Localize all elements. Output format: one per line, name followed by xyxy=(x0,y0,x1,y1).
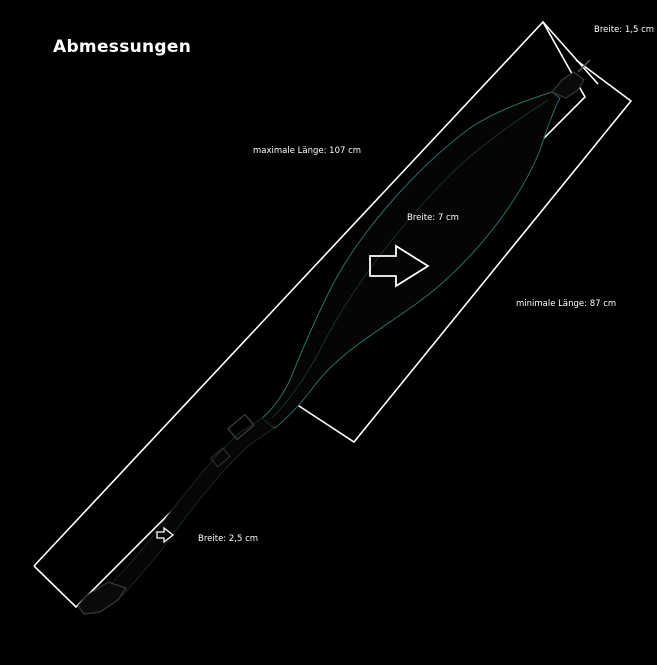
max-length-bracket xyxy=(33,20,586,609)
strap-pad xyxy=(259,91,561,429)
strap-loop xyxy=(209,447,231,468)
max-length-bracket-top xyxy=(542,21,599,85)
strap xyxy=(77,59,591,615)
top-width-label: Breite: 1,5 cm xyxy=(594,25,655,35)
strap-clip-bottom xyxy=(77,581,127,615)
width-arrow-large xyxy=(369,244,430,288)
strap-top-tab xyxy=(577,59,591,73)
page-title: Abmessungen xyxy=(53,37,192,57)
bottom-width-label: Breite: 2,5 cm xyxy=(198,534,259,544)
strap-pad-inner xyxy=(271,99,549,419)
strap-clip-top xyxy=(551,71,585,99)
strap-lower xyxy=(109,417,275,597)
width-arrow-small xyxy=(156,526,175,544)
max-length-label: maximale Länge: 107 cm xyxy=(253,146,362,156)
min-length-label: minimale Länge: 87 cm xyxy=(516,299,617,309)
pad-width-label: Breite: 7 cm xyxy=(407,213,459,223)
strap-buckle-mid xyxy=(227,413,255,441)
min-length-bracket xyxy=(295,59,633,444)
